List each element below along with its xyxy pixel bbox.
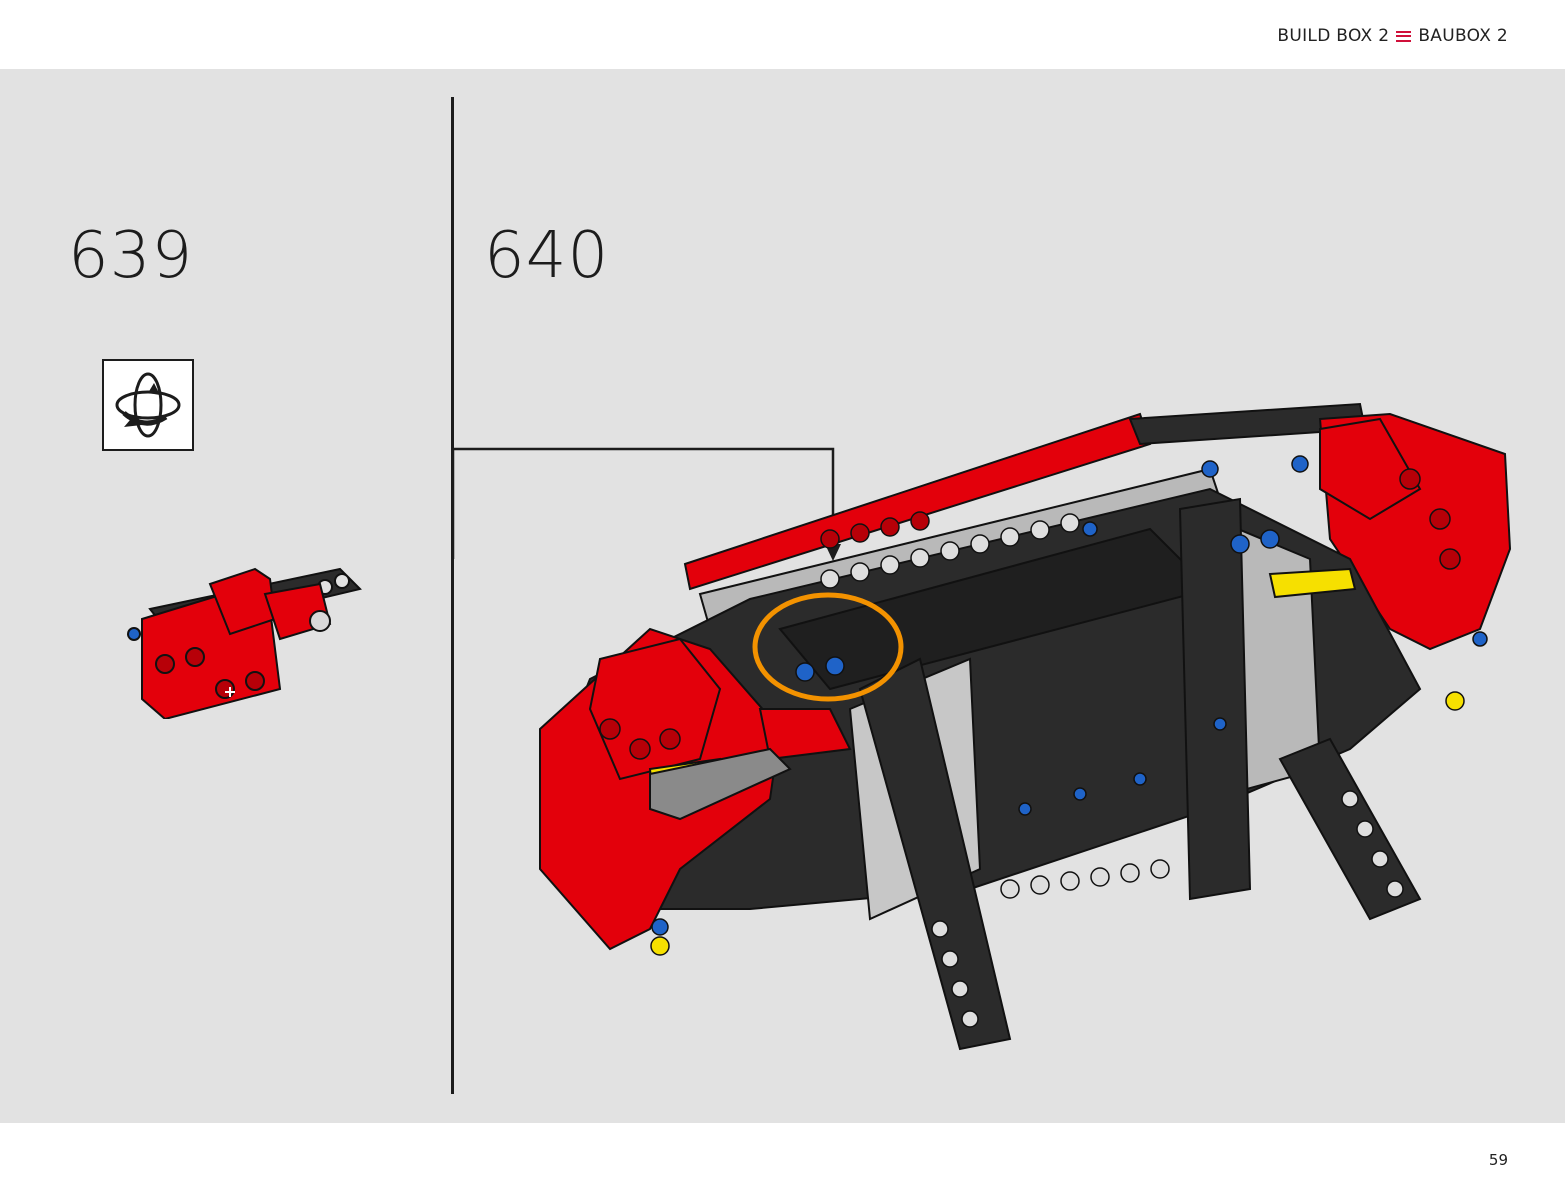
callout-highlight-circle xyxy=(752,592,904,702)
page-footer: 59 xyxy=(0,1123,1565,1191)
main-assembly-illustration xyxy=(451,402,1512,1051)
triple-bar-icon xyxy=(1396,30,1412,42)
rotate-model-icon xyxy=(102,359,194,451)
step-divider xyxy=(451,97,454,1094)
step-number-639: 639 xyxy=(68,219,194,293)
callout-leader-line xyxy=(451,447,835,559)
page-header: BUILD BOX 2 BAUBOX 2 xyxy=(0,0,1565,69)
instruction-panel: 639 640 xyxy=(0,69,1565,1123)
build-box-en: BUILD BOX 2 xyxy=(1277,26,1390,46)
page-number: 59 xyxy=(1488,1151,1508,1169)
sub-assembly-illustration xyxy=(127,567,362,719)
build-box-label: BUILD BOX 2 BAUBOX 2 xyxy=(1277,26,1508,46)
step-number-640: 640 xyxy=(484,219,610,293)
build-box-de: BAUBOX 2 xyxy=(1418,26,1508,46)
